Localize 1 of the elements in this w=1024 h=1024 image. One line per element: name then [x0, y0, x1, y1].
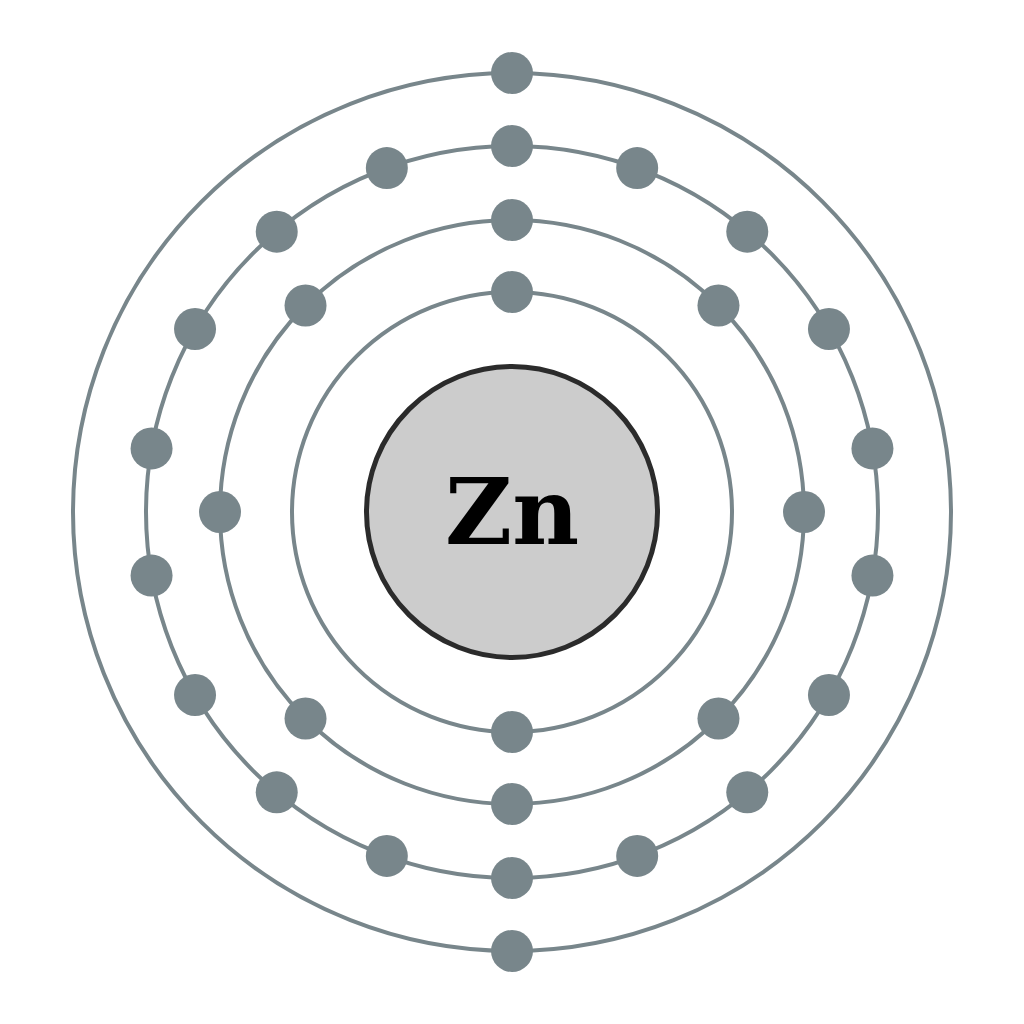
element-symbol: Zn	[444, 466, 579, 558]
